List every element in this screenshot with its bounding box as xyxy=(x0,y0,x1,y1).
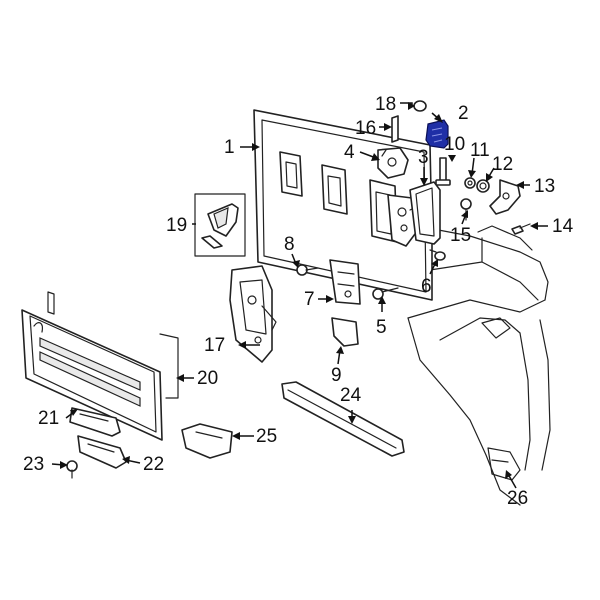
callout-11: 11 xyxy=(470,140,490,161)
part-bracket xyxy=(391,115,399,143)
part-bracket-25 xyxy=(181,423,233,459)
callout-4: 4 xyxy=(344,142,355,163)
part-bolt-14 xyxy=(511,223,531,235)
callout-12: 12 xyxy=(492,154,513,175)
part-latch-assembly xyxy=(229,265,277,363)
part-seal xyxy=(409,181,441,245)
callout-26: 26 xyxy=(507,488,528,509)
callout-10: 10 xyxy=(444,134,465,155)
callout-25: 25 xyxy=(256,426,277,447)
part-inset-box xyxy=(194,193,246,257)
callout-1: 1 xyxy=(224,137,235,158)
callout-3: 3 xyxy=(418,147,429,168)
callout-8: 8 xyxy=(284,234,295,255)
callout-14: 14 xyxy=(552,216,574,237)
callout-5: 5 xyxy=(376,317,387,338)
callout-23: 23 xyxy=(23,454,44,475)
part-bolt-6 xyxy=(429,249,446,261)
part-tailgate-lower xyxy=(21,291,179,441)
part-hinge xyxy=(489,179,521,215)
part-latch xyxy=(377,147,409,179)
callout-20: 20 xyxy=(197,368,218,389)
callout-18: 18 xyxy=(375,94,396,115)
part-washer xyxy=(464,177,476,189)
part-hinge-pin xyxy=(435,157,451,186)
callout-16: 16 xyxy=(355,118,376,139)
callout-17: 17 xyxy=(204,335,225,356)
callout-21: 21 xyxy=(38,408,59,429)
part-shim xyxy=(331,317,359,347)
callout-7: 7 xyxy=(304,289,315,310)
leader-lines xyxy=(51,102,548,489)
callout-6: 6 xyxy=(421,276,432,297)
part-bushing xyxy=(476,179,490,193)
part-cap-strip xyxy=(281,381,405,457)
truck-bed xyxy=(407,225,551,506)
part-striker xyxy=(329,259,361,305)
callouts: 1 2 3 4 5 6 7 8 9 10 11 12 13 14 15 16 1… xyxy=(23,94,574,509)
callout-22: 22 xyxy=(143,454,164,475)
part-screw-23 xyxy=(66,460,78,479)
callout-24: 24 xyxy=(340,385,362,406)
part-highlighted xyxy=(425,119,449,149)
part-bumper xyxy=(413,100,427,112)
callout-13: 13 xyxy=(534,176,555,197)
callout-15: 15 xyxy=(450,225,471,246)
callout-19: 19 xyxy=(166,215,187,236)
part-bolt-5 xyxy=(372,287,399,300)
part-handle-21 xyxy=(69,407,121,437)
part-bolt-8 xyxy=(296,264,319,276)
callout-2: 2 xyxy=(458,103,469,124)
part-handle-22 xyxy=(77,435,127,469)
callout-9: 9 xyxy=(331,365,342,386)
